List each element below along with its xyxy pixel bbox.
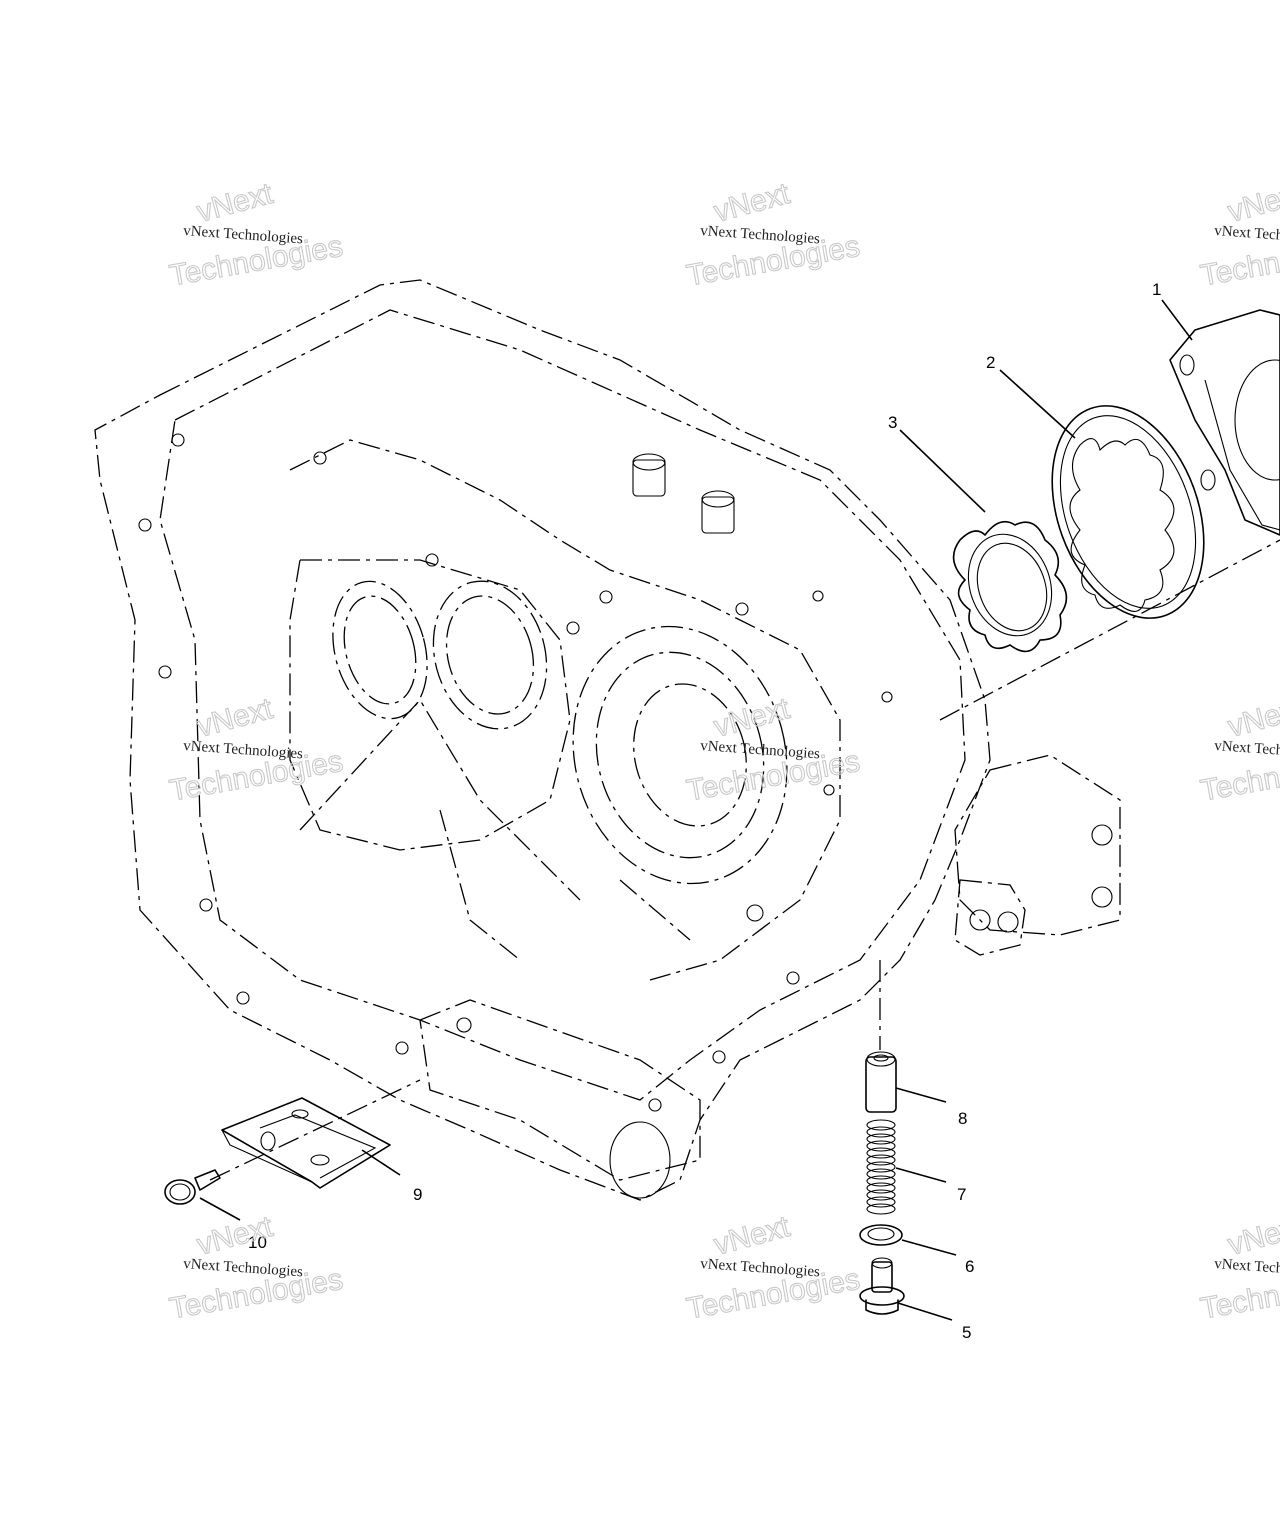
flange-bolt[interactable] (164, 1169, 221, 1205)
svg-text:vNext: vNext (711, 177, 794, 229)
svg-text:vNext: vNext (1225, 692, 1280, 744)
callout-1: 1 (1152, 280, 1161, 299)
callout-7: 7 (957, 1185, 966, 1204)
callout-8: 8 (958, 1109, 967, 1128)
callout-9: 9 (413, 1185, 422, 1204)
callout-10: 10 (248, 1233, 267, 1252)
svg-text:vNext: vNext (194, 177, 277, 229)
svg-text:vNext: vNext (711, 1210, 794, 1262)
callout-6: 6 (965, 1257, 974, 1276)
svg-text:vNext Technologies: vNext Technologies (1214, 1256, 1280, 1280)
svg-text:vNext: vNext (711, 692, 794, 744)
svg-text:vNext Technologies: vNext Technologies (1214, 738, 1280, 762)
screen-plate[interactable] (221, 1097, 391, 1189)
spring[interactable] (866, 1119, 896, 1215)
relief-valve-piston[interactable] (865, 1051, 897, 1113)
outer-rotor[interactable] (1025, 385, 1232, 640)
svg-text:vNext: vNext (1225, 177, 1280, 229)
svg-text:vNext: vNext (194, 692, 277, 744)
leader-lines (199, 299, 1193, 1321)
callout-3: 3 (888, 413, 897, 432)
plug-bolt[interactable] (859, 1257, 905, 1315)
svg-text:vNext Technologies: vNext Technologies (1214, 223, 1280, 247)
crankcase-housing (94, 279, 1121, 1201)
svg-text:vNext: vNext (1225, 1210, 1280, 1262)
oil-pump-cover[interactable] (1169, 309, 1280, 536)
callout-5: 5 (962, 1323, 971, 1342)
watermark: vNext vNext Technologies Technologies vN… (167, 176, 1280, 1326)
washer[interactable] (859, 1224, 903, 1246)
inner-rotor[interactable] (952, 520, 1068, 653)
callout-2: 2 (986, 353, 995, 372)
